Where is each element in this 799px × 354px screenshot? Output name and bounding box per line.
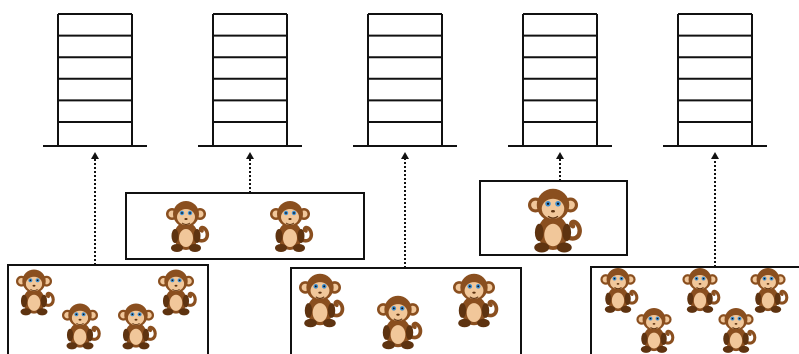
arrow-head-icon	[711, 152, 719, 159]
monkey-group-box	[125, 192, 365, 260]
ladder-icon	[198, 13, 302, 147]
ladder-icon	[43, 13, 147, 147]
arrow-head-icon	[91, 152, 99, 159]
arrow-head-icon	[401, 152, 409, 159]
arrow-head-icon	[556, 152, 564, 159]
ladder-icon	[508, 13, 612, 147]
ladder-icon	[353, 13, 457, 147]
arrow-head-icon	[246, 152, 254, 159]
ladder-icon	[663, 13, 767, 147]
